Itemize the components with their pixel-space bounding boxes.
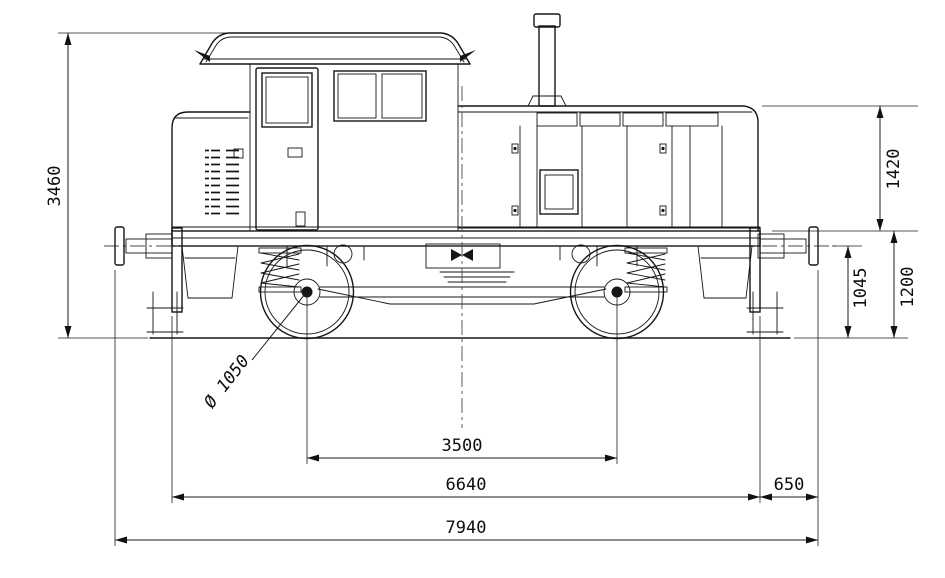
sandbox-left [181,245,239,299]
transmission-box [425,243,501,269]
cab-roof [199,32,471,65]
cab-door [255,67,319,231]
hood-door-seams [519,125,723,229]
coil-spring-right [624,247,668,293]
front-hood [171,111,251,232]
dim-wheelbase-label: 3500 [442,436,483,456]
sandbox-right [697,245,753,299]
vent-grille [205,146,220,216]
door-handle [287,147,303,158]
dim-frame-length-label: 6640 [446,475,487,495]
exhaust-stack [527,13,567,107]
access-panel [539,169,579,215]
dim-buffer-height-label: 1045 [851,268,871,309]
dim-buffer-projection-label: 650 [774,475,805,495]
horn-right-icon [460,50,476,62]
radiator-grille [579,112,621,127]
dim-frame-height-label: 1200 [898,267,918,308]
dim-wheelbase: 3500 [306,292,618,464]
step-right [746,291,784,335]
dim-wheel-diameter-label: Ø 1050 [200,352,254,413]
cab-windows [333,70,427,122]
dim-hood-height-label: 1420 [884,149,904,190]
locomotive-drawing [104,13,840,428]
door-latches [511,143,667,216]
radiator-grille [536,112,578,127]
buffer-left [104,226,196,266]
vent-grille [226,146,241,216]
dim-total-height-label: 3460 [45,166,65,207]
dim-buffer-height: 1045 [832,245,871,338]
cab [194,32,476,232]
dimension-annotations: 3460 1420 1200 1045 3500 [45,32,918,546]
dim-frame-height: 1200 [794,231,918,339]
dim-hood-height: 1420 [762,105,918,232]
undercarriage [146,243,784,340]
dim-total-length: 7940 [114,270,819,546]
dim-total-height: 3460 [45,32,240,339]
buffer-right [736,226,840,266]
radiator-grille [622,112,664,127]
dim-wheel-diameter: Ø 1050 [200,293,306,413]
dim-frame-length: 6640 [171,316,761,503]
frame [171,226,761,313]
dim-total-length-label: 7940 [446,518,487,538]
engine-hood [457,105,759,232]
dim-buffer-projection: 650 [760,475,818,501]
horn-left-icon [194,50,210,62]
door-window [261,72,313,128]
leaf-spring [439,271,515,283]
radiator-grille [665,112,719,127]
step-left [146,291,184,335]
